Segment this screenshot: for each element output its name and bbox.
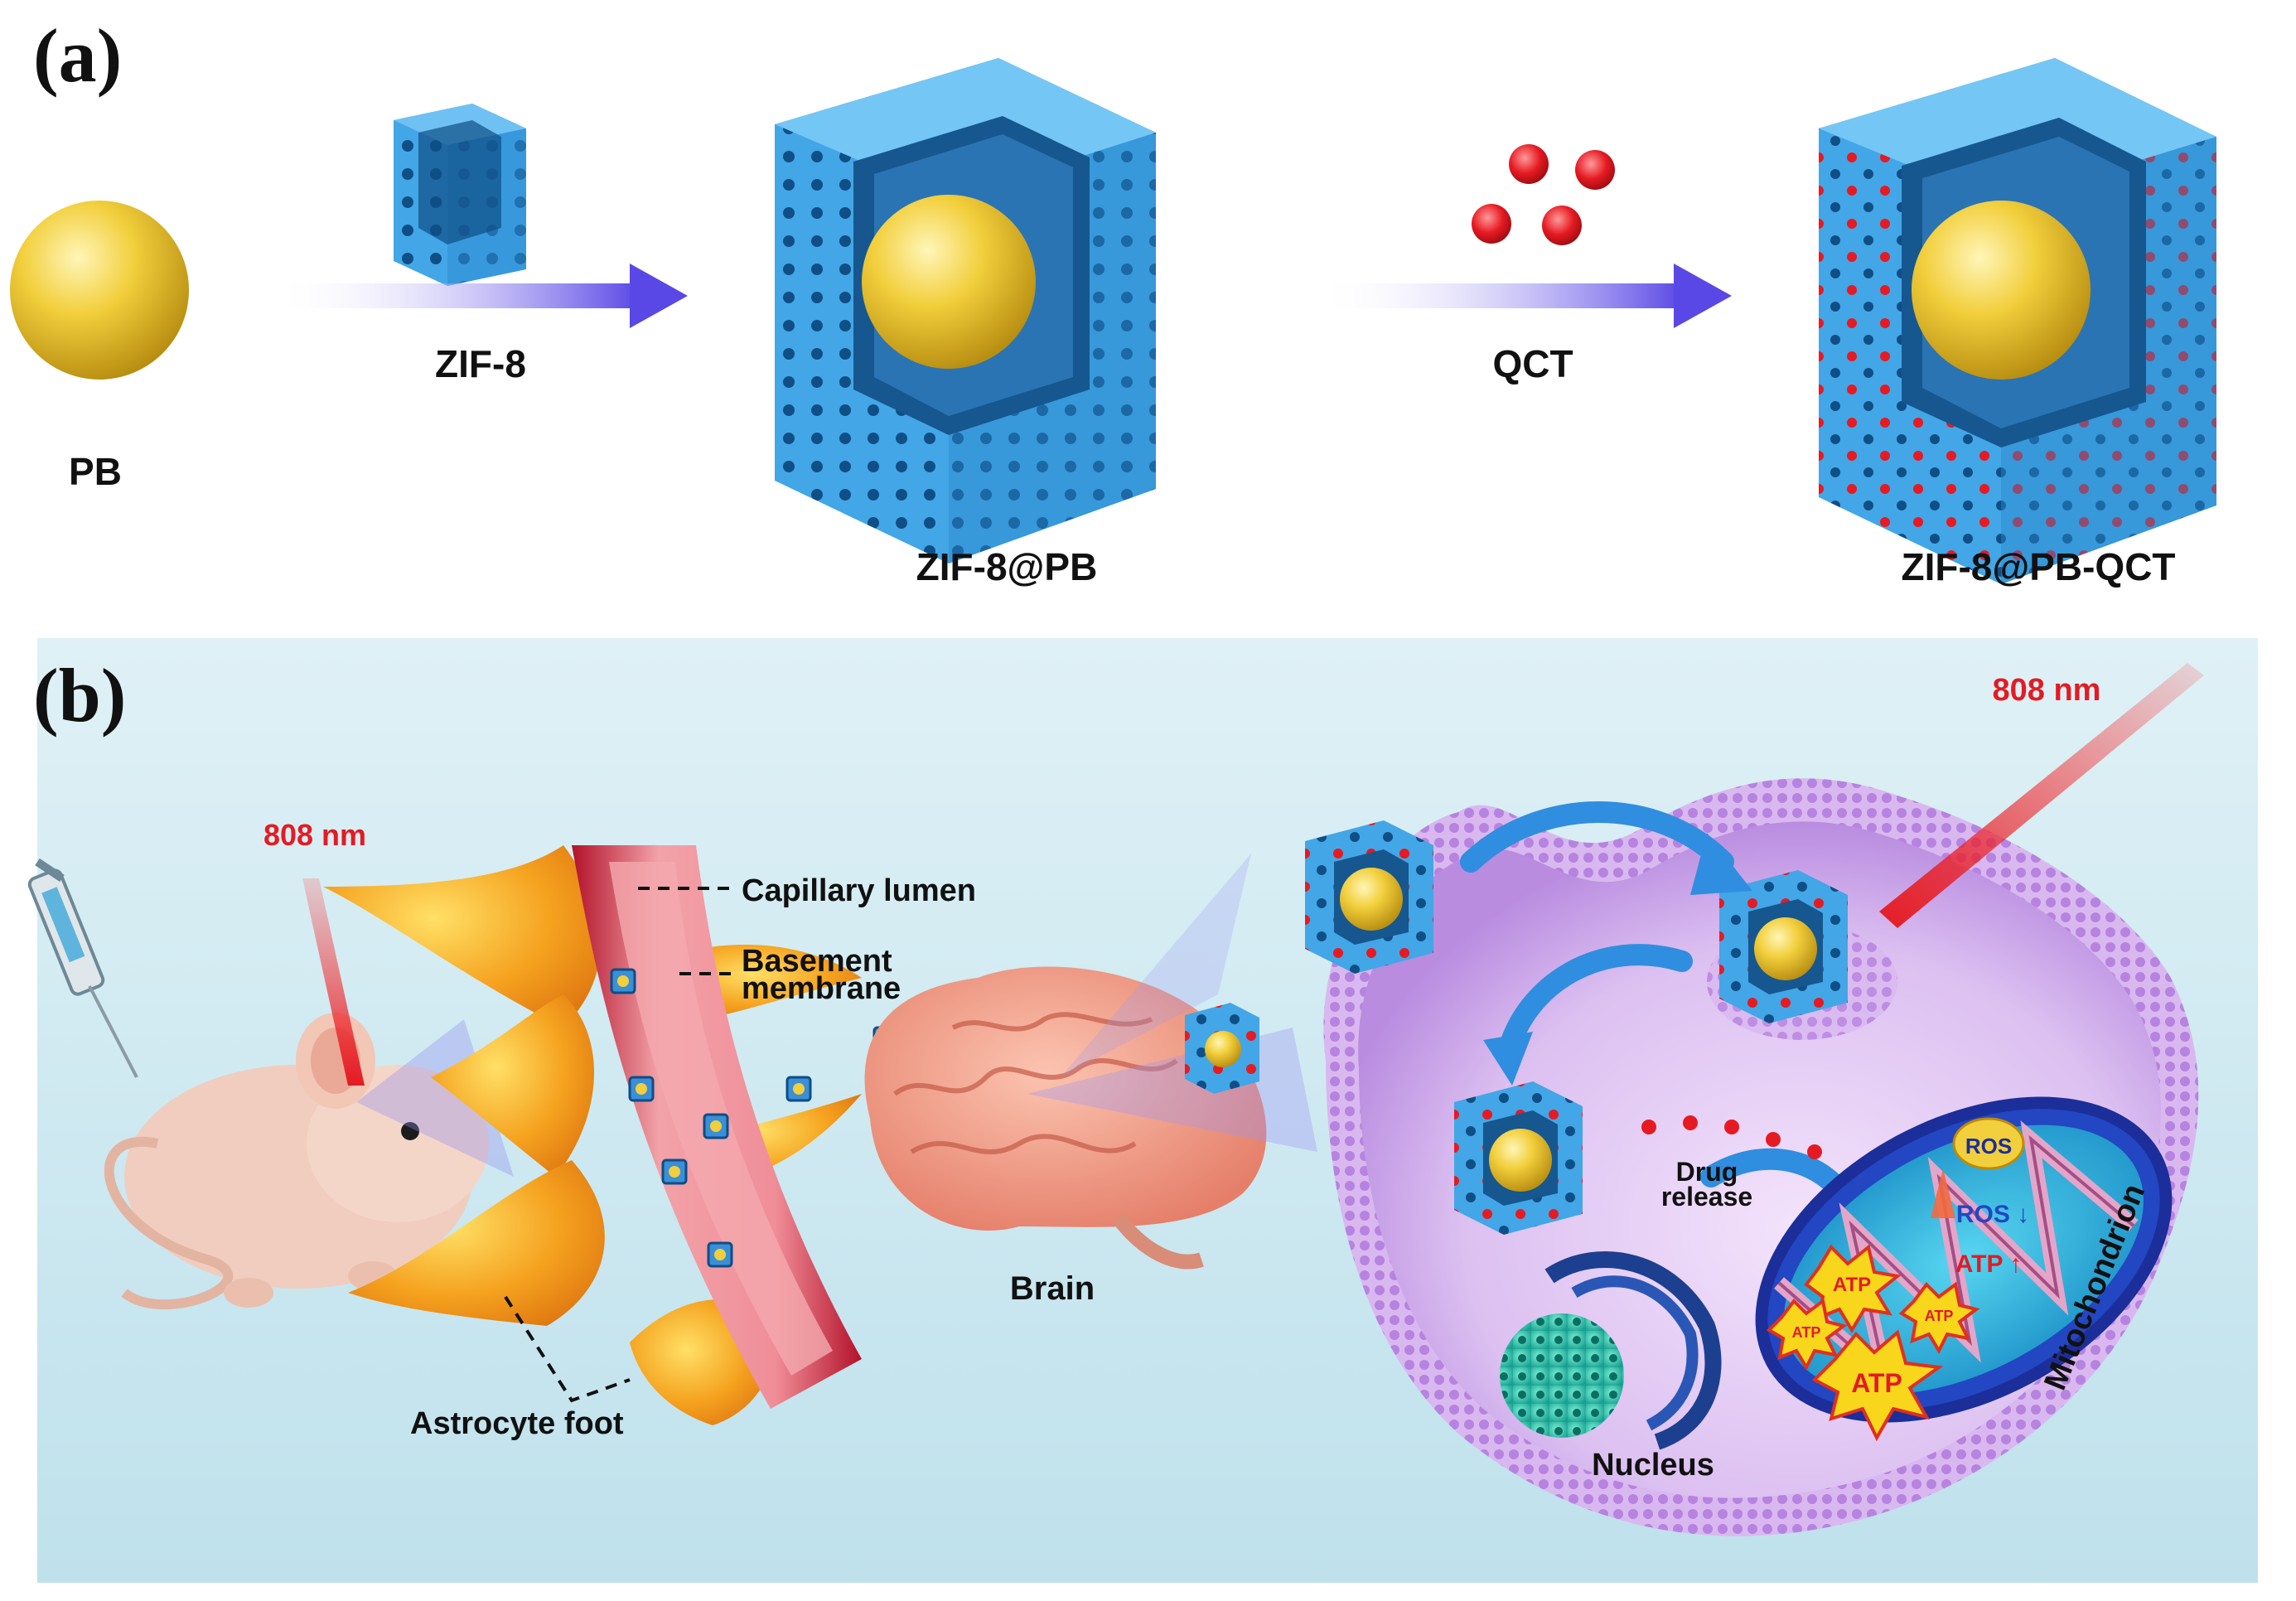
- atp-bursts: ATP ATP ATP ATP: [1766, 1244, 1980, 1442]
- zif8-pb-qct-label: ZIF-8@PB-QCT: [1901, 545, 2175, 588]
- astrocyte-foot-label: Astrocyte foot: [410, 1406, 624, 1441]
- svg-text:ATP: ATP: [1792, 1324, 1821, 1341]
- cell-nanoparticle-2: [1719, 870, 1848, 1023]
- pb-sphere: [10, 201, 189, 380]
- zif8-pb-cube: [775, 58, 1156, 563]
- synthesis-arrow-1: [273, 264, 688, 328]
- pb-core-qct: [1912, 201, 2091, 380]
- syringe-icon: [27, 858, 138, 1078]
- brain: [864, 966, 1267, 1270]
- left-laser-beam: [302, 878, 365, 1086]
- nucleus: [1500, 1251, 1722, 1450]
- svg-text:ATP: ATP: [1851, 1368, 1902, 1398]
- zif8-pb-qct-cube: [1819, 58, 2216, 584]
- pb-core: [862, 195, 1036, 369]
- small-zif8-cube: [394, 104, 526, 286]
- callout-lines: [504, 887, 737, 1403]
- left-laser-label: 808 nm: [263, 818, 366, 852]
- panel-a-tag: (a): [33, 13, 122, 98]
- qct-molecules: [1472, 144, 1615, 245]
- cell-nanoparticle-1: [1305, 820, 1433, 974]
- right-laser-beam: [1879, 663, 2204, 928]
- right-laser-label: 808 nm: [1993, 673, 2101, 708]
- capillary-lumen-label: Capillary lumen: [742, 873, 976, 908]
- atp-up-label: ATP ↑: [1955, 1250, 2023, 1278]
- zif8-step-label: ZIF-8: [435, 342, 526, 385]
- nucleus-label: Nucleus: [1592, 1448, 1714, 1482]
- basement-membrane-label-1: Basement: [742, 944, 892, 979]
- qct-step-label: QCT: [1492, 342, 1573, 385]
- ros-indicator: ROS: [1952, 1117, 2025, 1170]
- ros-down-label: ROS ↓: [1956, 1201, 2029, 1228]
- cell-nanoparticle-3: [1454, 1081, 1583, 1235]
- panel-b: (b) 808 nm: [27, 638, 2258, 1583]
- svg-text:ROS: ROS: [1965, 1134, 2012, 1158]
- panel-b-tag: (b): [33, 653, 126, 738]
- zif8-pb-label: ZIF-8@PB: [916, 545, 1098, 588]
- drug-release-label-1: Drug: [1676, 1157, 1738, 1187]
- brain-label: Brain: [1010, 1270, 1095, 1307]
- brain-nanoparticle: [1185, 1003, 1259, 1094]
- basement-membrane-label-2: membrane: [742, 971, 901, 1006]
- svg-text:ATP: ATP: [1833, 1274, 1871, 1296]
- pb-label: PB: [69, 450, 122, 493]
- panel-a: (a) PB ZIF-8 ZIF-8@PB: [10, 13, 2216, 588]
- synthesis-arrow-2: [1317, 264, 1732, 328]
- drug-release-label-2: release: [1661, 1182, 1752, 1212]
- svg-text:ATP: ATP: [1925, 1308, 1954, 1324]
